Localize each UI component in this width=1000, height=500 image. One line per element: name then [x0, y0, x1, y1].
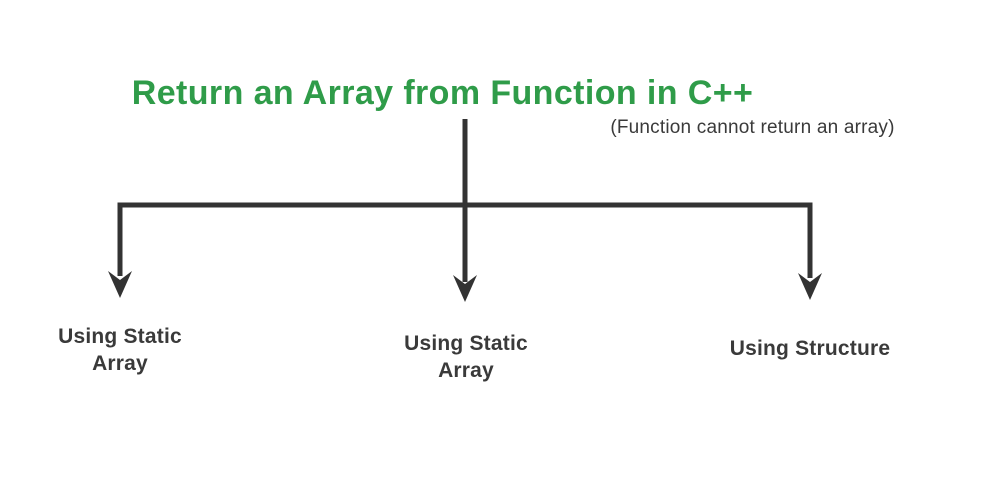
diagram-title: Return an Array from Function in C++ [131, 74, 754, 112]
branch-label-using-static-array-1: Using Static Array [58, 325, 182, 376]
diagram-subtitle: (Function cannot return an array) [610, 117, 895, 138]
right-arrowhead-icon [798, 273, 822, 300]
left-arrowhead-icon [108, 271, 132, 298]
branch-label-using-static-array-2: Using Static Array [404, 332, 528, 383]
branch-label-using-structure: Using Structure [729, 337, 891, 360]
middle-arrowhead-icon [453, 275, 477, 302]
